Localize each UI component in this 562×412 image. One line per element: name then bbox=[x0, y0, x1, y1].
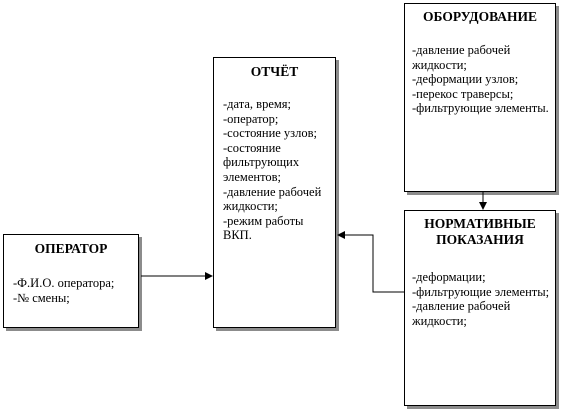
report-items: -дата, время; -оператор; -состояние узло… bbox=[223, 97, 327, 243]
list-item: -деформации узлов; bbox=[412, 72, 519, 87]
list-item: -давление рабочей жидкости; bbox=[412, 299, 511, 328]
report-box: ОТЧЁТ -дата, время; -оператор; -состояни… bbox=[213, 57, 336, 328]
list-item: -фильтрующие элементы; bbox=[412, 284, 550, 299]
operator-title: ОПЕРАТОР bbox=[34, 241, 108, 256]
list-item: -режим работы ВКП. bbox=[223, 213, 304, 243]
operator-box: ОПЕРАТОР -Ф.И.О. оператора; -№ смены; bbox=[3, 234, 139, 328]
list-item: -дата, время; bbox=[223, 97, 291, 111]
list-item: -оператор; bbox=[223, 111, 279, 126]
list-item: -№ смены; bbox=[13, 290, 70, 305]
arrow-norms-to-report bbox=[337, 231, 404, 293]
equipment-items: -давление рабочей жидкости; -деформации … bbox=[412, 43, 552, 116]
norms-title: НОРМАТИВНЫЕ ПОКАЗАНИЯ bbox=[405, 216, 555, 248]
norms-title-line2: ПОКАЗАНИЯ bbox=[436, 232, 524, 247]
list-item: -перекос траверсы; bbox=[412, 86, 514, 101]
norms-box: НОРМАТИВНЫЕ ПОКАЗАНИЯ -деформации; -филь… bbox=[404, 210, 556, 406]
list-item: -деформации; bbox=[412, 270, 486, 284]
norms-title-line1: НОРМАТИВНЫЕ bbox=[424, 216, 536, 231]
list-item: -состояние узлов; bbox=[223, 126, 317, 141]
list-item: -Ф.И.О. оператора; bbox=[13, 276, 115, 290]
report-title: ОТЧЁТ bbox=[250, 64, 299, 79]
equipment-box: ОБОРУДОВАНИЕ -давление рабочей жидкости;… bbox=[404, 3, 556, 192]
equipment-title: ОБОРУДОВАНИЕ bbox=[423, 9, 537, 24]
operator-items: -Ф.И.О. оператора; -№ смены; bbox=[13, 276, 137, 305]
list-item: -состояние фильтрующих элементов; bbox=[223, 140, 300, 184]
list-item: -фильтрующие элементы. bbox=[412, 101, 549, 116]
list-item: -давление рабочей жидкости; bbox=[223, 184, 322, 214]
list-item: -давление рабочей жидкости; bbox=[412, 43, 511, 72]
norms-items: -деформации; -фильтрующие элементы; -дав… bbox=[412, 270, 552, 328]
